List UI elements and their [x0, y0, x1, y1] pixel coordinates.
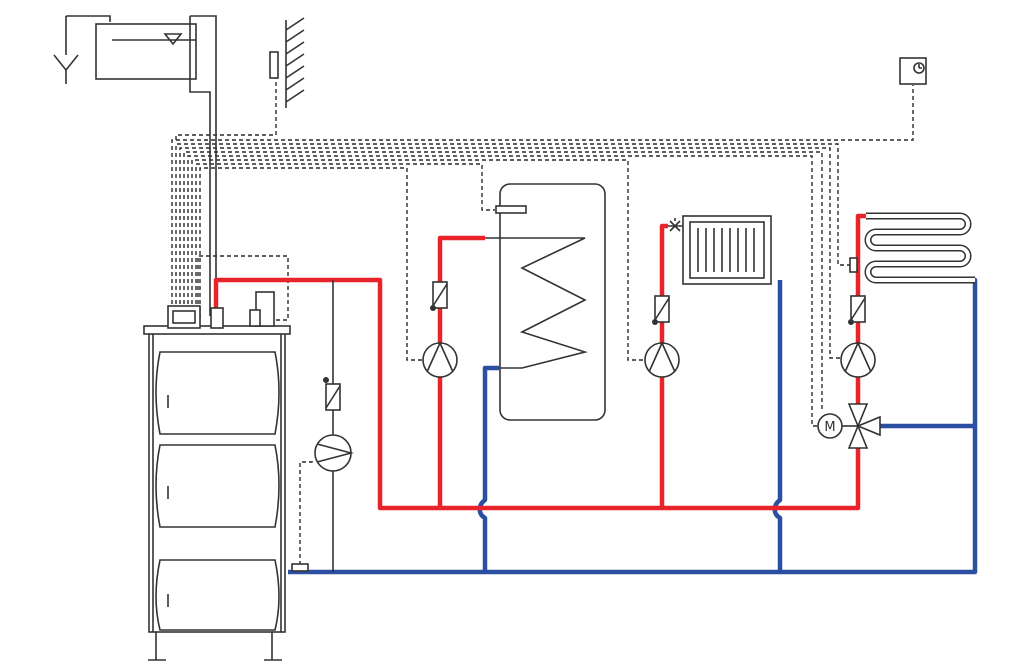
- pump-arrow-icon: [648, 341, 676, 373]
- mixer-cable-2: [187, 155, 818, 427]
- radiator-frame: [682, 215, 772, 285]
- cylinder-pump-group: [422, 281, 458, 378]
- cylinder-pump-cable: [199, 167, 425, 361]
- wall-hatch: [285, 17, 305, 103]
- radiator-pump-group: [644, 295, 680, 378]
- check-valve-diagonal: [654, 297, 670, 321]
- check-valve-dot: [652, 319, 658, 325]
- cylinder-sensor: [495, 205, 527, 214]
- thermostat-box: [899, 57, 927, 85]
- solid-fuel-boiler: [143, 291, 309, 661]
- thermostat-cable: [171, 85, 914, 318]
- pump-arrow-icon: [844, 341, 872, 373]
- overflow-drain-icon: [53, 16, 79, 84]
- bypass-pump: [314, 434, 352, 472]
- underfloor-pump: [840, 342, 876, 378]
- underfloor-pump-cable: [179, 147, 840, 359]
- radiator-fins: [697, 228, 755, 272]
- cylinder-pump: [422, 342, 458, 378]
- boiler-flow-fitting: [210, 307, 224, 329]
- radiator-supply-pipe: [659, 223, 668, 508]
- boiler-pump-motor: [249, 309, 261, 327]
- expansion-tank-assembly: [53, 15, 217, 316]
- boiler-bypass-circuit: [314, 280, 355, 572]
- outdoor-sensor-icon: [269, 51, 279, 79]
- control-wiring: [171, 78, 914, 565]
- radiator-pump-cable: [191, 159, 645, 361]
- main-supply-pipe: [213, 277, 861, 511]
- left-margin: [0, 0, 45, 671]
- boiler-lower-door: [155, 559, 280, 631]
- check-valve-diagonal: [850, 297, 866, 321]
- check-valve-diagonal: [325, 385, 341, 409]
- thermostat-dial-icon: [913, 62, 925, 74]
- radiator-return-pipe: [772, 280, 783, 572]
- outdoor-sensor-cable: [175, 78, 277, 140]
- check-valve-dot: [430, 305, 436, 311]
- underfloor-sensor-cable: [175, 143, 852, 318]
- bypass-pump-arrow-icon: [316, 443, 355, 463]
- mixing-valve-top: [847, 403, 869, 429]
- boiler-legs: [148, 632, 282, 661]
- return-sensor: [291, 563, 309, 572]
- underfloor-sensor: [849, 257, 858, 273]
- cylinder-supply-pipe: [437, 235, 485, 508]
- mixing-valve-side: [855, 415, 881, 437]
- underfloor-heating-loop: [864, 212, 975, 284]
- cylinder-return-pipe: [477, 365, 500, 572]
- radiator-inner: [689, 221, 765, 279]
- boiler-upper-door: [155, 351, 280, 435]
- controller-display: [172, 310, 196, 324]
- cylinder-body: [499, 183, 606, 421]
- mixing-valve-actuator: [817, 413, 843, 439]
- radiator-valve-icon: [669, 218, 681, 232]
- room-thermostat: [899, 57, 927, 85]
- check-valve-dot: [848, 319, 854, 325]
- water-level-triangle-icon: [163, 33, 183, 46]
- mixing-valve-bottom: [847, 423, 869, 449]
- outdoor-temperature-sensor: [269, 17, 305, 108]
- hot-water-cylinder: [485, 183, 606, 421]
- underfloor-pump-group: [840, 257, 876, 378]
- check-valve-diagonal: [432, 283, 448, 307]
- mixing-valve-group: M: [817, 403, 881, 449]
- boiler-middle-door: [155, 444, 280, 528]
- check-valve-dot: [323, 377, 329, 383]
- expansion-pipes: [189, 15, 217, 316]
- radiator: [664, 215, 772, 285]
- overflow-pipe: [66, 15, 111, 22]
- boiler-side-lines: [152, 330, 282, 632]
- mixer-cable-1: [183, 151, 823, 410]
- cylinder-sensor-cable: [195, 163, 495, 318]
- return-sensor-cable: [299, 460, 313, 565]
- pump-arrow-icon: [426, 341, 454, 373]
- clock-hands-icon: [918, 64, 922, 69]
- radiator-pump: [644, 342, 680, 378]
- cylinder-coil: [485, 237, 588, 369]
- expansion-tank: [95, 23, 197, 80]
- actuator-label: M: [824, 420, 835, 435]
